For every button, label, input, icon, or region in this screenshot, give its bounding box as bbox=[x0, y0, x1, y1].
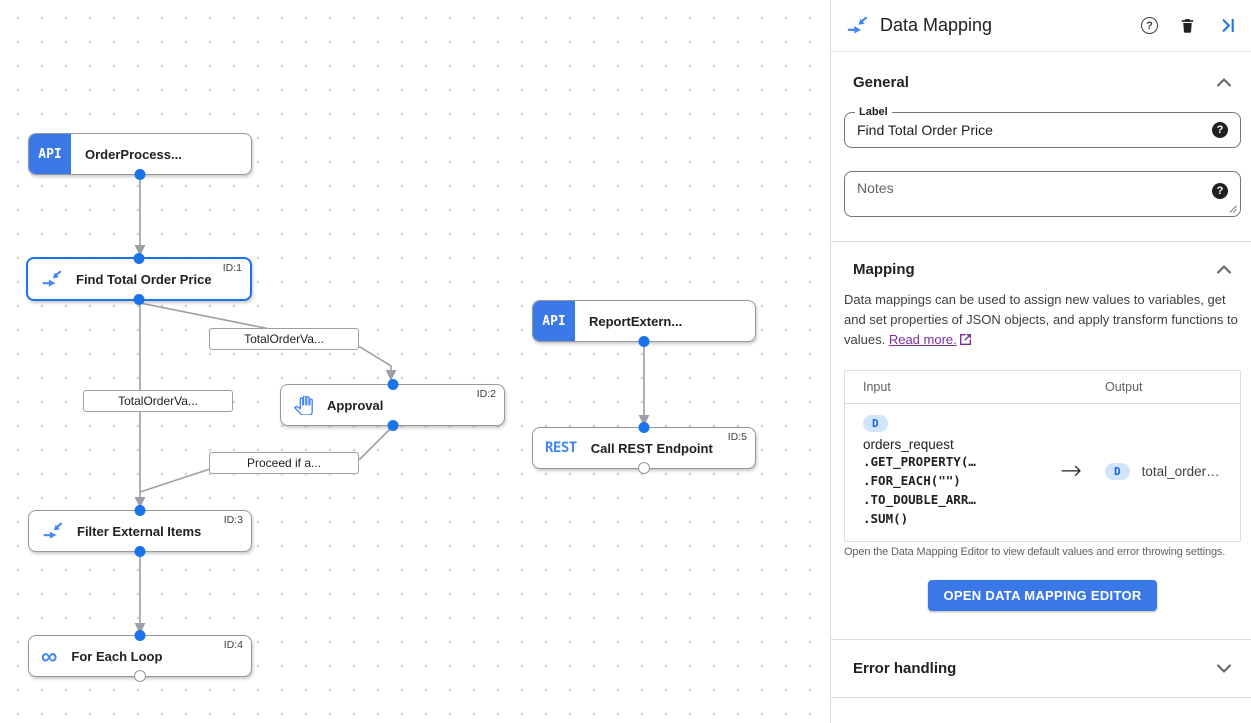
connector-dot[interactable] bbox=[134, 505, 146, 516]
mapping-description-text: Data mappings can be used to assign new … bbox=[844, 292, 1238, 347]
chevron-up-icon[interactable] bbox=[1216, 77, 1232, 88]
connector-dot[interactable] bbox=[133, 253, 145, 264]
node-label: Call REST Endpoint bbox=[590, 440, 713, 456]
input-column-header: Input bbox=[863, 380, 891, 394]
help-icon[interactable]: ? bbox=[1141, 17, 1158, 34]
connector-dot[interactable] bbox=[387, 379, 398, 390]
connector-dot[interactable] bbox=[638, 336, 650, 347]
transform-line: .SUM() bbox=[863, 511, 909, 526]
divider bbox=[831, 241, 1251, 242]
section-title: Error handling bbox=[853, 660, 957, 677]
node-approval[interactable]: Approval ID:2 bbox=[280, 379, 505, 431]
connector-dot[interactable] bbox=[134, 169, 146, 180]
mapping-description: Data mappings can be used to assign new … bbox=[844, 290, 1241, 351]
mapping-table-header: Input Output bbox=[845, 371, 1240, 404]
error-handling-heading-row[interactable]: Error handling bbox=[844, 640, 1241, 697]
node-label: For Each Loop bbox=[71, 648, 163, 664]
api-trigger-badge: API bbox=[533, 301, 575, 341]
divider bbox=[831, 697, 1251, 698]
data-mapping-icon bbox=[846, 15, 868, 35]
section-general: General Label ? ? bbox=[831, 74, 1251, 217]
variable-type-badge: D bbox=[863, 415, 888, 432]
node-id-tag: ID:4 bbox=[223, 639, 243, 651]
node-id-tag: ID:1 bbox=[222, 262, 242, 274]
variable-type-badge: D bbox=[1105, 462, 1130, 480]
connector-dot[interactable] bbox=[134, 630, 146, 641]
panel-header: Data Mapping ? bbox=[831, 0, 1251, 52]
chevron-up-icon[interactable] bbox=[1216, 264, 1232, 275]
node-label: Filter External Items bbox=[77, 523, 202, 539]
transform-line: .GET_PROPERTY(… bbox=[863, 454, 976, 469]
node-find-total-order-price[interactable]: Find Total Order Price ID:1 bbox=[26, 253, 252, 305]
connector-dot[interactable] bbox=[134, 546, 146, 557]
mapping-row[interactable]: D orders_request .GET_PROPERTY(… .FOR_EA… bbox=[845, 404, 1240, 541]
node-order-process[interactable]: API OrderProcess... bbox=[28, 133, 252, 180]
mapping-table-caption: Open the Data Mapping Editor to view def… bbox=[844, 546, 1226, 558]
notes-field[interactable]: ? bbox=[844, 171, 1241, 217]
mapping-heading-row[interactable]: Mapping bbox=[844, 261, 1241, 278]
mapping-output-cell: D total_order… bbox=[1105, 414, 1240, 528]
label-field-legend: Label bbox=[855, 106, 892, 118]
notes-help-icon[interactable]: ? bbox=[1212, 183, 1228, 199]
section-title: General bbox=[853, 74, 909, 91]
hand-approval-icon bbox=[294, 395, 313, 415]
edge-label[interactable]: Proceed if a... bbox=[209, 452, 359, 474]
section-error-handling: Error handling bbox=[831, 640, 1251, 697]
loop-icon: ∞ bbox=[41, 643, 58, 669]
node-for-each-loop[interactable]: ∞ For Each Loop ID:4 bbox=[28, 630, 252, 682]
data-mapping-icon bbox=[41, 269, 62, 290]
workflow-canvas[interactable]: TotalOrderVa... TotalOrderVa... Proceed … bbox=[0, 0, 830, 723]
connector-dot-open[interactable] bbox=[638, 462, 650, 474]
resize-handle-icon[interactable] bbox=[1228, 204, 1237, 213]
transform-line: .TO_DOUBLE_ARR… bbox=[863, 492, 976, 507]
workflow-edges bbox=[134, 175, 650, 634]
mapping-input-cell: D orders_request .GET_PROPERTY(… .FOR_EA… bbox=[845, 414, 1037, 528]
external-link-icon bbox=[959, 331, 971, 351]
transform-line: .FOR_EACH("") bbox=[863, 473, 961, 488]
open-data-mapping-editor-button[interactable]: OPEN DATA MAPPING EDITOR bbox=[928, 580, 1157, 611]
read-more-link[interactable]: Read more. bbox=[888, 332, 957, 347]
output-variable-name: total_order… bbox=[1141, 463, 1220, 479]
chevron-down-icon[interactable] bbox=[1216, 663, 1232, 674]
label-input[interactable] bbox=[857, 122, 1212, 138]
node-label: Find Total Order Price bbox=[76, 271, 212, 287]
node-label: OrderProcess... bbox=[85, 146, 182, 162]
node-id-tag: ID:2 bbox=[476, 388, 496, 400]
panel-title: Data Mapping bbox=[880, 15, 993, 35]
node-id-tag: ID:5 bbox=[727, 431, 747, 443]
node-id-tag: ID:3 bbox=[223, 514, 243, 526]
delete-icon[interactable] bbox=[1179, 16, 1196, 35]
collapse-panel-icon[interactable] bbox=[1217, 16, 1236, 35]
mapping-table: Input Output D orders_request .GET_PROPE… bbox=[844, 370, 1241, 542]
label-help-icon[interactable]: ? bbox=[1212, 122, 1228, 138]
section-title: Mapping bbox=[853, 261, 915, 278]
section-mapping: Mapping Data mappings can be used to ass… bbox=[831, 261, 1251, 611]
config-panel: Data Mapping ? General Label ? bbox=[830, 0, 1251, 723]
notes-input[interactable] bbox=[857, 180, 1212, 208]
node-call-rest-endpoint[interactable]: REST Call REST Endpoint ID:5 bbox=[532, 422, 756, 474]
connector-dot[interactable] bbox=[133, 294, 145, 305]
connector-dot-open[interactable] bbox=[134, 670, 146, 682]
general-heading-row[interactable]: General bbox=[844, 74, 1241, 91]
edge-label[interactable]: TotalOrderVa... bbox=[83, 390, 233, 412]
rest-icon: REST bbox=[545, 440, 577, 456]
connector-dot[interactable] bbox=[638, 422, 650, 433]
mapping-arrow-icon: → bbox=[1060, 456, 1082, 486]
connector-dot[interactable] bbox=[387, 420, 398, 431]
node-report-extern[interactable]: API ReportExtern... bbox=[532, 300, 756, 347]
divider bbox=[831, 639, 1251, 640]
label-field[interactable]: Label ? bbox=[844, 106, 1241, 148]
edge-label[interactable]: TotalOrderVa... bbox=[209, 328, 359, 350]
node-filter-external-items[interactable]: Filter External Items ID:3 bbox=[28, 505, 252, 557]
input-variable-name: orders_request bbox=[863, 437, 954, 452]
api-trigger-badge: API bbox=[29, 134, 71, 174]
node-label: Approval bbox=[327, 397, 384, 413]
data-mapping-icon bbox=[42, 521, 63, 542]
node-label: ReportExtern... bbox=[589, 313, 683, 329]
output-column-header: Output bbox=[1105, 380, 1143, 394]
